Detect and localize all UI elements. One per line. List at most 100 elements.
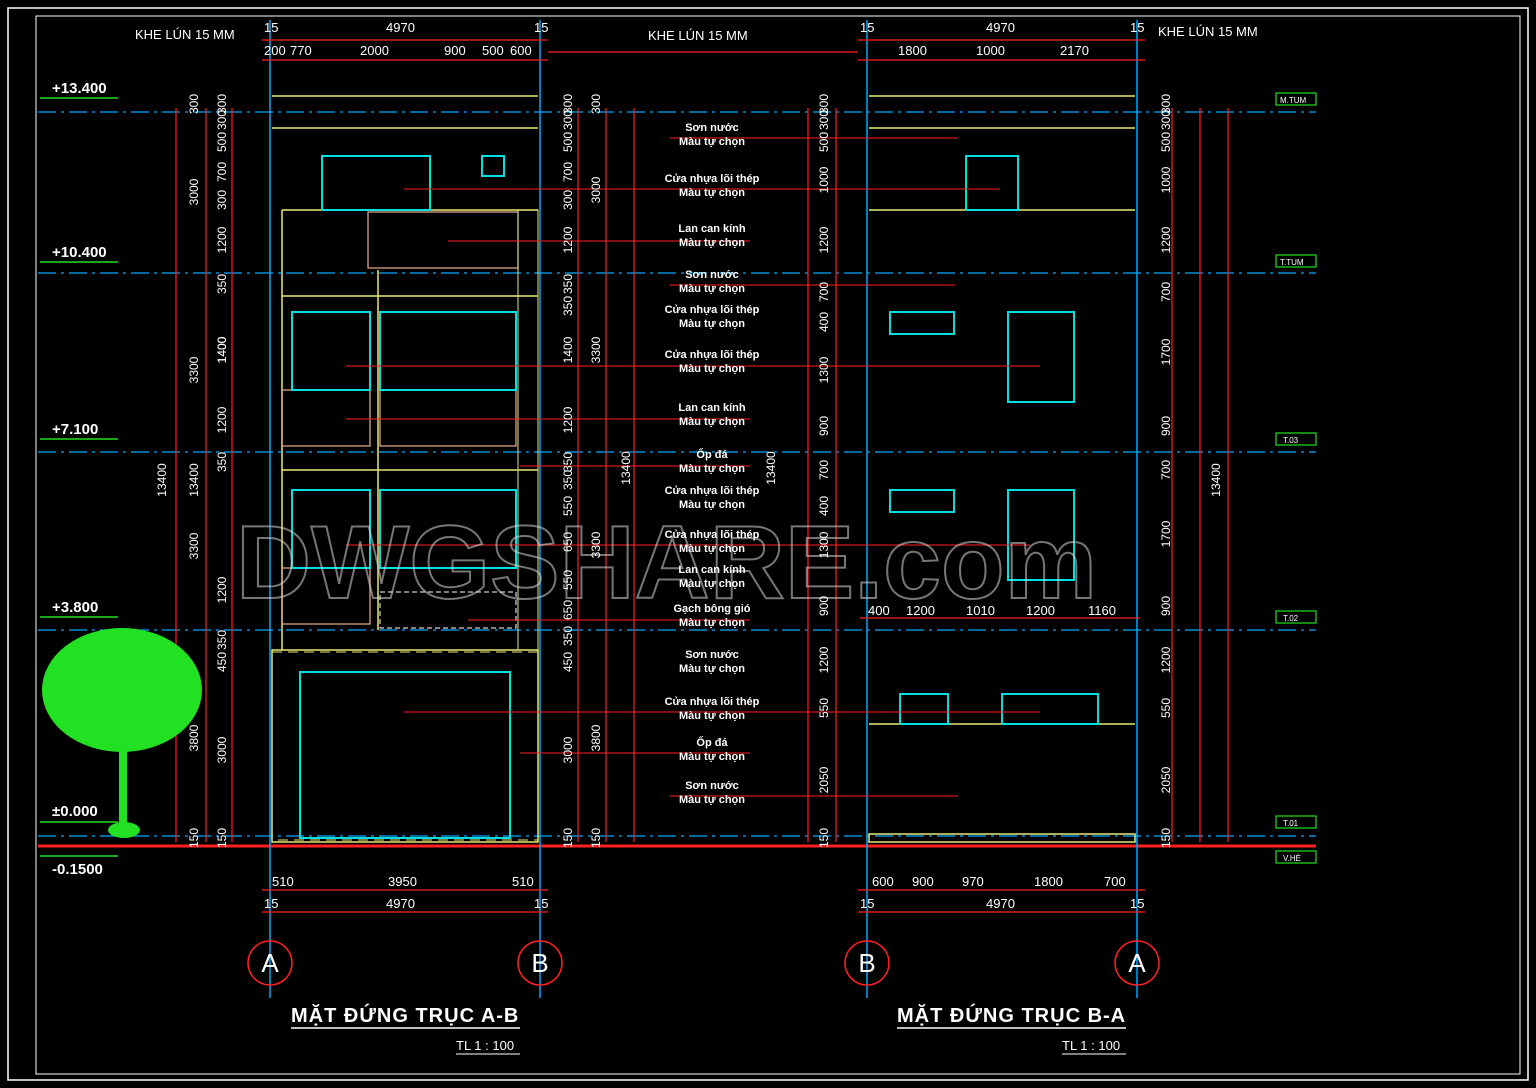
- vertical-dim-label: 1700: [1159, 520, 1173, 547]
- level-tag: T.TUM: [1280, 258, 1304, 267]
- level-label: -0.1500: [52, 861, 103, 878]
- axis-label-b: B: [858, 948, 875, 978]
- note-line: Màu tự chọn: [679, 499, 745, 511]
- tree: [42, 628, 202, 838]
- vertical-dim-label: 3300: [589, 531, 603, 558]
- level-tag: T.03: [1283, 436, 1299, 445]
- axis-label-a: A: [261, 948, 279, 978]
- dim-label: 1800: [1034, 874, 1063, 889]
- vertical-dim-label: 1700: [1159, 338, 1173, 365]
- dim-label: 15: [1130, 896, 1144, 911]
- note-line: Màu tự chọn: [679, 318, 745, 330]
- vertical-dim-label: 300: [187, 94, 201, 114]
- vertical-dim-label: 300: [561, 110, 575, 130]
- vertical-dim-label: 3000: [589, 176, 603, 203]
- level-label: +13.400: [52, 80, 107, 97]
- vertical-dim-label: 350: [215, 630, 229, 650]
- vertical-dim-label: 350: [561, 470, 575, 490]
- vertical-dim-label: 400: [817, 312, 831, 332]
- vertical-dim-label: 300: [215, 110, 229, 130]
- dim-label: 4970: [386, 896, 415, 911]
- dim-label: 15: [534, 896, 548, 911]
- vertical-dim-label: 500: [215, 132, 229, 152]
- note-line: Màu tự chọn: [679, 463, 745, 475]
- note-line: Lan can kính: [678, 564, 746, 576]
- vertical-dim-label: 2050: [1159, 766, 1173, 793]
- dim-label: 15: [534, 20, 548, 35]
- dim-label: 1160: [1088, 603, 1116, 618]
- vertical-dim-label: 3800: [589, 724, 603, 751]
- note-line: Sơn nước: [685, 780, 739, 792]
- level-lines: [38, 111, 1316, 837]
- vertical-dim-label: 150: [589, 828, 603, 848]
- dim-label: 700: [1104, 874, 1126, 889]
- vertical-dim-label: 300: [817, 94, 831, 114]
- vertical-dim-label: 1200: [561, 226, 575, 253]
- vertical-dim-label: 13400: [187, 463, 201, 497]
- axis-label-b: B: [531, 948, 548, 978]
- grid-axes: [269, 20, 1138, 998]
- vertical-dim-label: 700: [561, 162, 575, 182]
- dim-label: 600: [510, 43, 532, 58]
- dim-label: 900: [444, 43, 466, 58]
- vertical-dim-label: 2050: [817, 766, 831, 793]
- dim-label: 510: [512, 874, 534, 889]
- level-tag: T.01: [1283, 819, 1299, 828]
- dim-label: 15: [1130, 20, 1144, 35]
- khe-lun-mid: KHE LÚN 15 MM: [648, 28, 748, 43]
- dim-label: 400: [868, 603, 890, 618]
- dim-label: 970: [962, 874, 984, 889]
- vertical-dim-label: 300: [817, 110, 831, 130]
- dim-label: 1200: [906, 603, 935, 618]
- dim-label: 770: [290, 43, 312, 58]
- vertical-dim-label: 350: [215, 274, 229, 294]
- axis-bubbles: [247, 940, 1160, 986]
- vertical-dim-label: 1200: [215, 576, 229, 603]
- vertical-dim-label: 13400: [1209, 463, 1223, 497]
- dim-label: 4970: [986, 20, 1015, 35]
- level-tag: M.TUM: [1280, 96, 1307, 105]
- leader-lines: [346, 137, 1040, 797]
- vertical-dim-label: 1200: [215, 226, 229, 253]
- note-line: Màu tự chọn: [679, 710, 745, 722]
- vertical-dim-label: 450: [215, 652, 229, 672]
- vertical-dim-label: 3300: [187, 356, 201, 383]
- level-tags: [1275, 92, 1317, 864]
- vertical-dim-label: 3300: [589, 336, 603, 363]
- vertical-dim-label: 650: [561, 532, 575, 552]
- drawing-frame: [35, 15, 1521, 1075]
- dim-label: 1010: [966, 603, 995, 618]
- vertical-dim-label: 400: [817, 496, 831, 516]
- vertical-dim-label: 1200: [817, 646, 831, 673]
- vertical-dim-label: 1200: [817, 226, 831, 253]
- level-label: +3.800: [52, 599, 98, 616]
- vertical-dim-label: 700: [1159, 460, 1173, 480]
- dim-label: 15: [860, 896, 874, 911]
- note-line: Sơn nước: [685, 649, 739, 661]
- vertical-dim-label: 500: [1159, 132, 1173, 152]
- dim-label: 2000: [360, 43, 389, 58]
- note-line: Màu tự chọn: [679, 663, 745, 675]
- vertical-dim-label: 700: [1159, 282, 1173, 302]
- vertical-dim-label: 300: [215, 94, 229, 114]
- vertical-dim-label: 900: [1159, 596, 1173, 616]
- vertical-dim-label: 300: [561, 94, 575, 114]
- vertical-dim-label: 1200: [561, 406, 575, 433]
- vertical-dim-label: 3300: [187, 532, 201, 559]
- building-left: [271, 95, 539, 843]
- note-line: Màu tự chọn: [679, 751, 745, 763]
- vertical-dim-label: 150: [561, 828, 575, 848]
- note-line: Ốp đá: [696, 735, 728, 749]
- level-markers: [40, 97, 118, 857]
- vertical-dim-label: 300: [215, 190, 229, 210]
- dim-label: 4970: [386, 20, 415, 35]
- vertical-dim-label: 13400: [155, 463, 169, 497]
- level-tag: V.HÈ: [1283, 854, 1301, 863]
- note-line: Sơn nước: [685, 122, 739, 134]
- vertical-dim-label: 500: [817, 132, 831, 152]
- dim-label: 510: [272, 874, 294, 889]
- building-right: [868, 95, 1136, 843]
- note-line: Cửa nhựa lõi thép: [665, 696, 760, 708]
- vertical-dim-label: 900: [817, 596, 831, 616]
- note-line: Màu tự chọn: [679, 416, 745, 428]
